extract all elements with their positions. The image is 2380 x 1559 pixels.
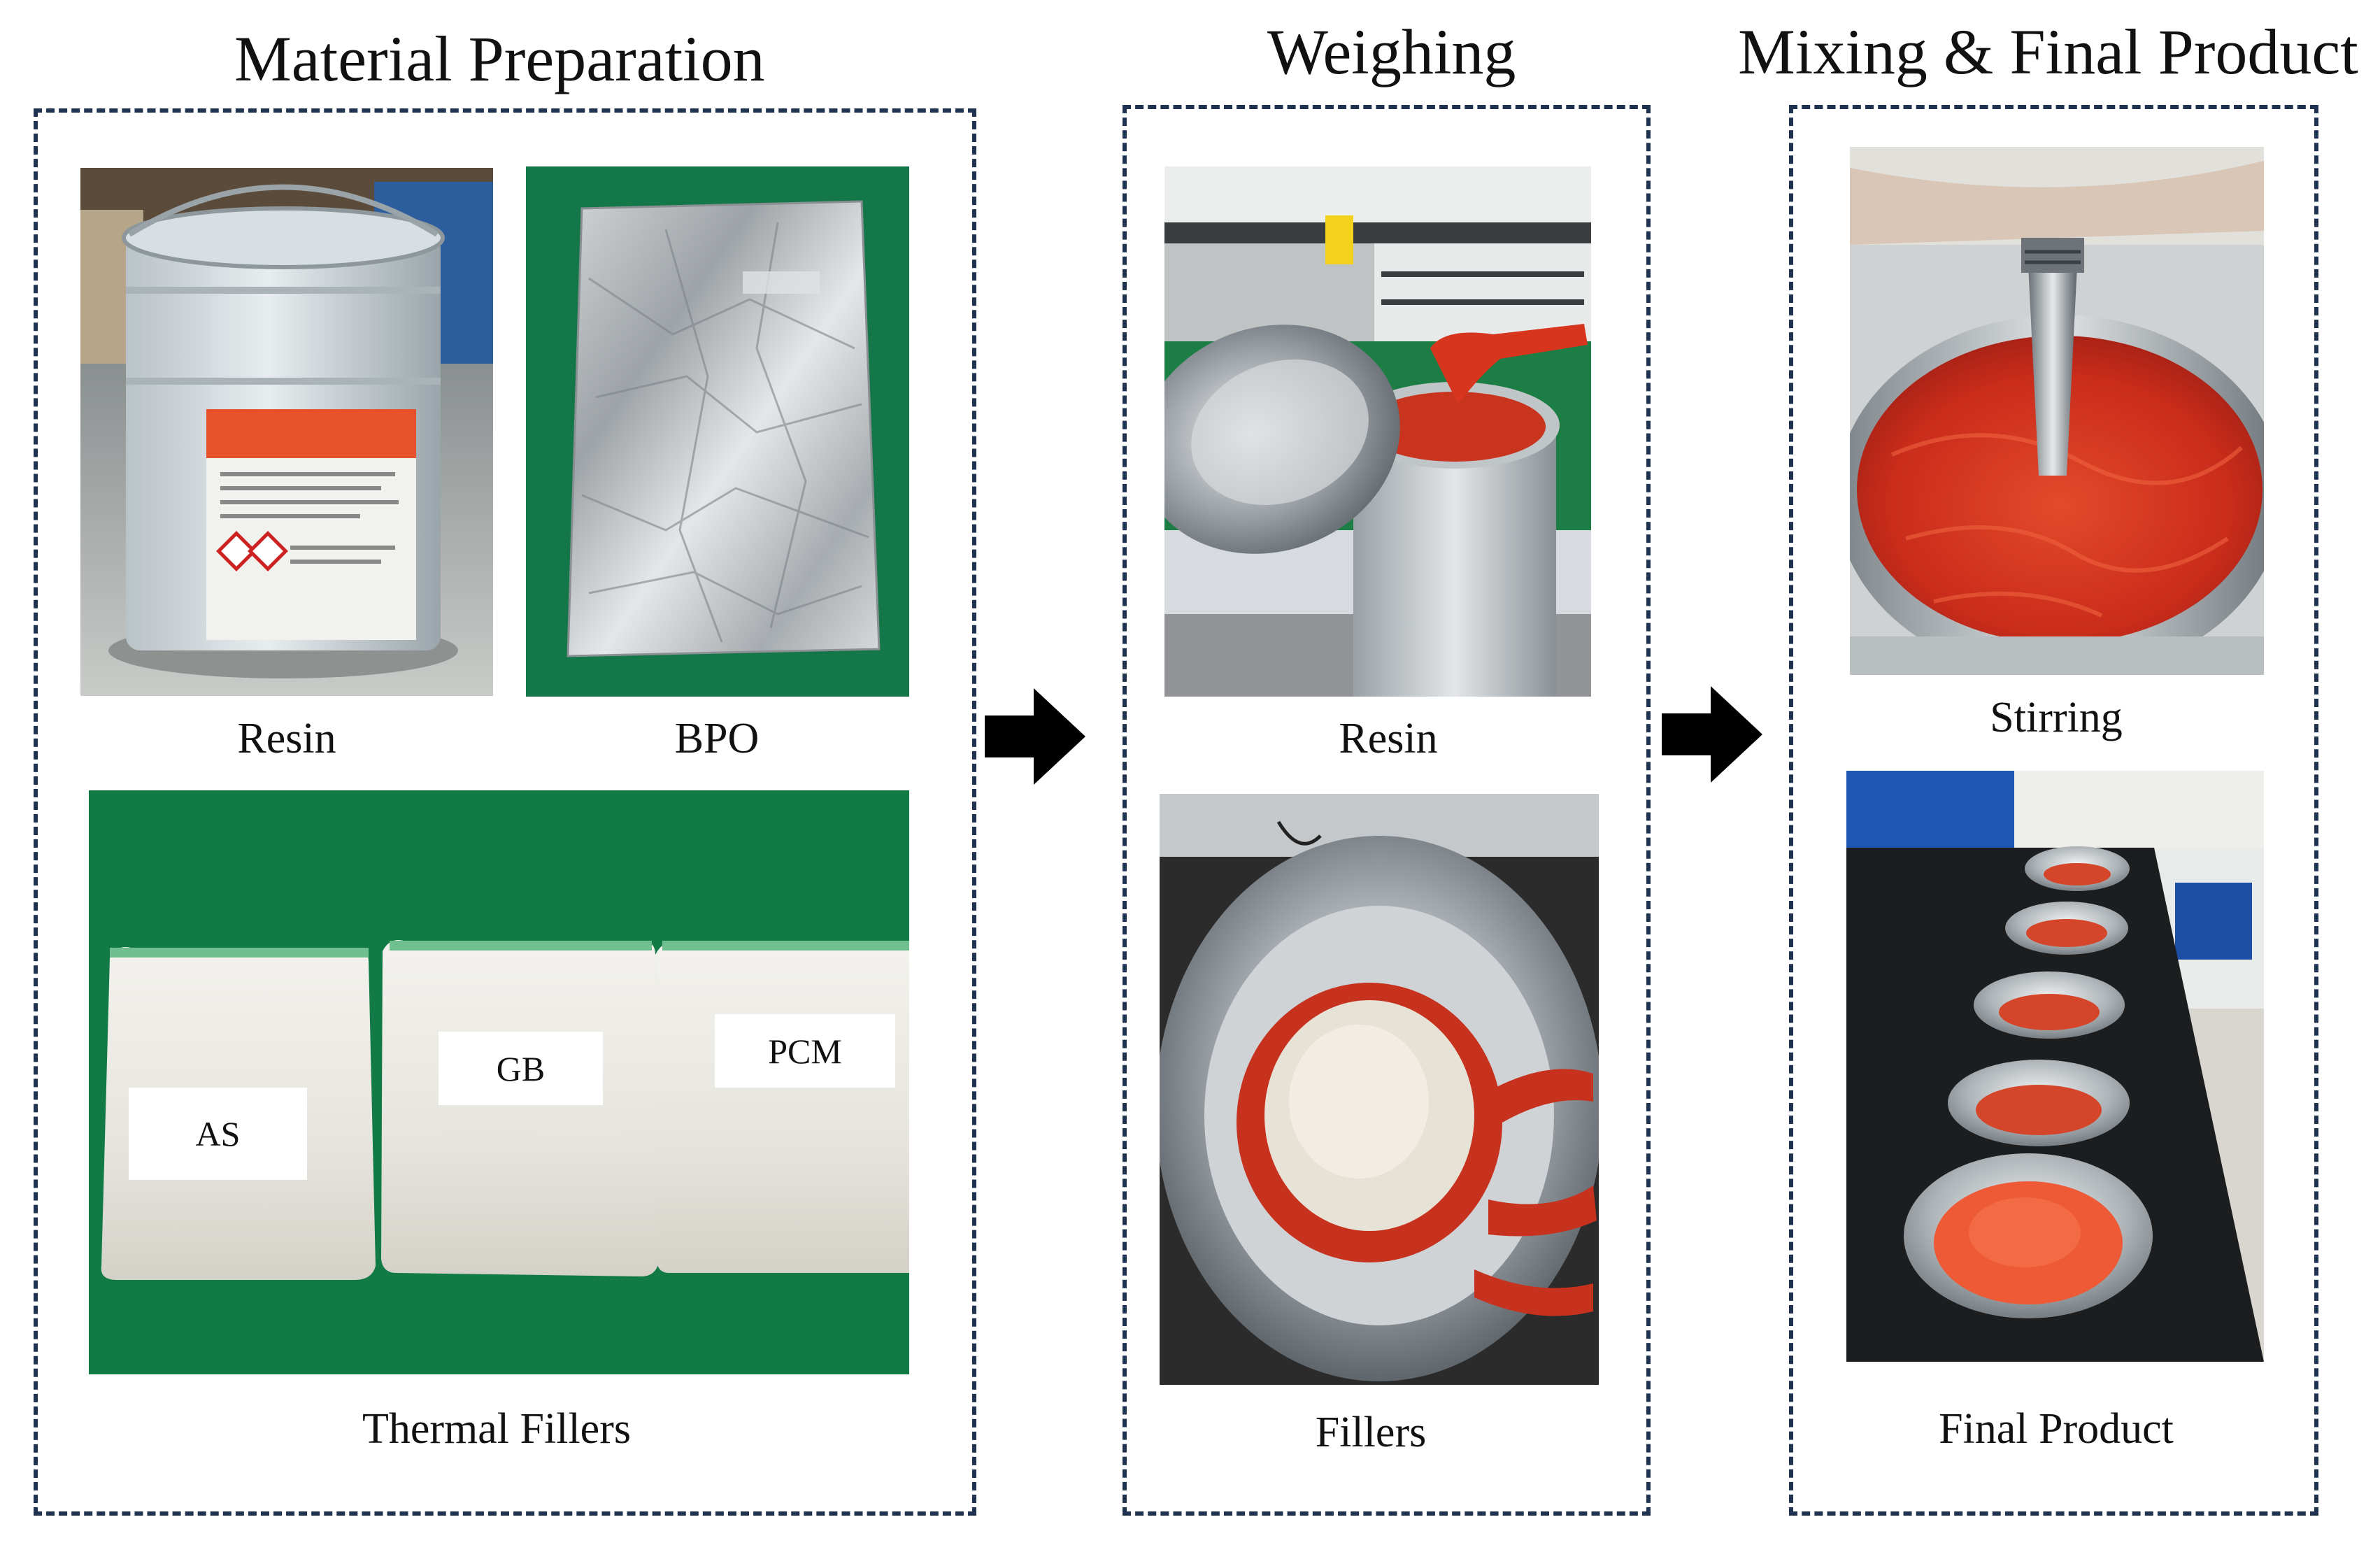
stage-title-mixing-final-product: Mixing & Final Product bbox=[1738, 16, 2358, 87]
resin-weighing-photo bbox=[1164, 166, 1591, 697]
final-product-bowls-photo bbox=[1846, 771, 2264, 1362]
caption-fillers: Fillers bbox=[1315, 1409, 1427, 1456]
weighing-panel bbox=[1123, 105, 1651, 1516]
resin-bucket-photo bbox=[80, 168, 493, 696]
caption-final-product: Final Product bbox=[1939, 1405, 2174, 1453]
caption-resin: Resin bbox=[1339, 715, 1438, 762]
fillers-weighing-photo bbox=[1160, 794, 1599, 1385]
arrow-right-icon bbox=[1662, 686, 1762, 783]
arrow-right-icon bbox=[985, 688, 1085, 785]
stage-title-weighing: Weighing bbox=[1267, 16, 1516, 87]
filler-tag-gb: GB bbox=[439, 1032, 603, 1105]
thermal-fillers-bags-photo: AS GB PCM bbox=[89, 790, 909, 1374]
caption-stirring: Stirring bbox=[1990, 694, 2123, 741]
filler-tag-as: AS bbox=[129, 1088, 307, 1180]
material-preparation-panel bbox=[34, 108, 976, 1516]
caption-resin: Resin bbox=[237, 715, 336, 762]
caption-thermal-fillers: Thermal Fillers bbox=[362, 1405, 631, 1453]
mixing-final-product-panel bbox=[1789, 105, 2318, 1516]
filler-tag-pcm: PCM bbox=[715, 1014, 895, 1088]
stirring-photo bbox=[1850, 147, 2264, 675]
bpo-foil-bag-photo bbox=[526, 166, 909, 697]
stage-title-material-preparation: Material Preparation bbox=[234, 23, 765, 94]
caption-bpo: BPO bbox=[674, 715, 760, 762]
